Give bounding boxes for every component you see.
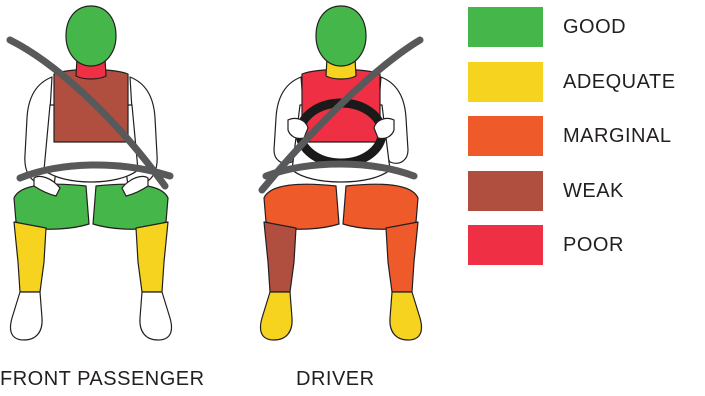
legend-swatch-poor: [468, 225, 543, 265]
legend-swatch-weak: [468, 171, 543, 211]
legend-label-marginal: MARGINAL: [563, 125, 671, 148]
legend-label-good: GOOD: [563, 16, 626, 39]
legend-label-poor: POOR: [563, 234, 624, 257]
legend-label-weak: WEAK: [563, 180, 624, 203]
driver-left-leg-zone: [264, 222, 296, 292]
passenger-right-leg-zone: [136, 222, 168, 292]
passenger-left-foot: [11, 292, 43, 340]
driver-right-leg-zone: [386, 222, 418, 292]
passenger-left-leg-zone: [14, 222, 46, 292]
legend-swatch-adequate: [468, 62, 543, 102]
driver-left-thigh-zone: [264, 184, 339, 229]
passenger-head-zone: [66, 6, 116, 66]
legend-swatch-marginal: [468, 116, 543, 156]
passenger-right-foot: [140, 292, 172, 340]
passenger-caption: FRONT PASSENGER: [0, 368, 205, 391]
driver-head-zone: [316, 6, 366, 66]
driver-caption: DRIVER: [296, 368, 375, 391]
driver-left-foot-zone: [261, 292, 293, 340]
legend-label-adequate: ADEQUATE: [563, 71, 676, 94]
driver-right-foot-zone: [390, 292, 422, 340]
legend-swatch-good: [468, 7, 543, 47]
driver-right-thigh-zone: [343, 184, 418, 229]
